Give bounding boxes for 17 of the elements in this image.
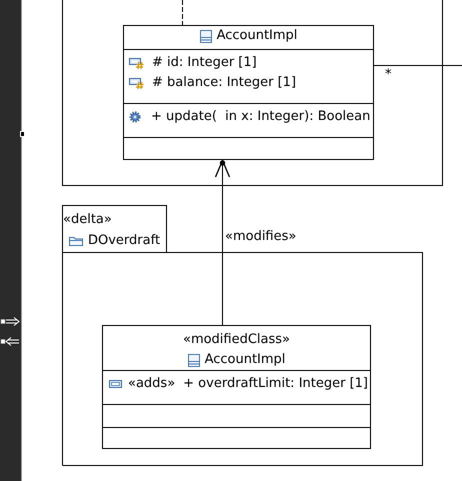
stereotype-label: «modifiedClass»	[182, 332, 290, 348]
attribute-text: # balance: Integer [1]	[152, 75, 296, 91]
stereotype-label: «delta»	[63, 212, 112, 228]
class-box	[102, 325, 371, 449]
arrow	[214, 160, 230, 326]
line	[374, 65, 462, 66]
class-name: AccountImpl	[204, 352, 286, 368]
class-name: AccountImpl	[216, 28, 298, 44]
dashed-line	[182, 0, 183, 26]
attribute-text: + overdraftLimit: Integer [1]	[183, 376, 368, 392]
package-frame	[62, 0, 443, 186]
operation-text: + update( in x: Integer): Boolean	[151, 109, 370, 125]
class-box	[123, 25, 374, 160]
stereotype-label: «adds»	[128, 376, 176, 392]
package-name: DOverdraft	[88, 233, 160, 249]
package-frame	[62, 205, 423, 466]
attribute-text: # id: Integer [1]	[152, 55, 257, 71]
